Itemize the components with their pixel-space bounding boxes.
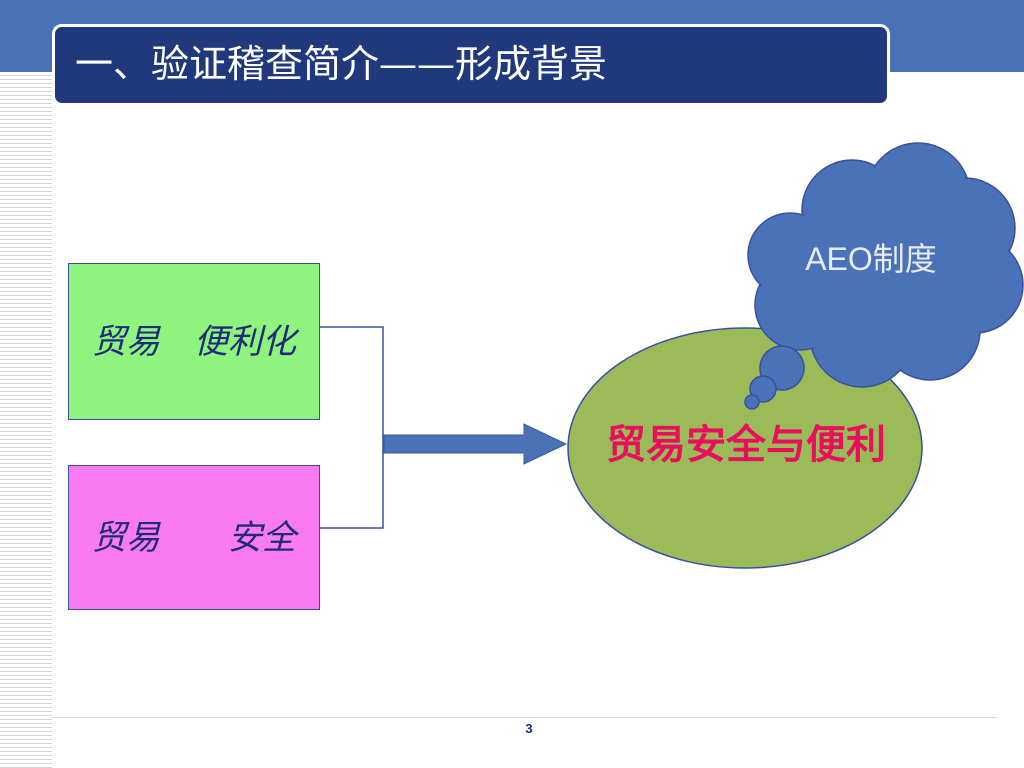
title-banner: 一、验证稽查简介——形成背景	[52, 24, 890, 106]
security-facilitation-ellipse	[567, 327, 923, 569]
slide-title: 一、验证稽查简介——形成背景	[75, 42, 608, 86]
left-striped-strip	[0, 72, 52, 768]
ellipse-label: 贸易安全与便利	[606, 421, 886, 468]
trade-security-box: 贸易 安全	[68, 465, 320, 610]
trade-security-label: 贸易 安全	[92, 517, 296, 558]
trade-facilitation-label: 贸易 便利化	[92, 321, 296, 362]
trade-facilitation-box: 贸易 便利化	[68, 263, 320, 420]
bracket-connector	[320, 326, 384, 529]
footer-divider	[52, 717, 997, 718]
cloud-fill-cover	[750, 145, 1021, 385]
page-number: 3	[525, 721, 533, 736]
right-arrow	[383, 423, 568, 465]
cloud-label: AEO制度	[805, 241, 937, 277]
